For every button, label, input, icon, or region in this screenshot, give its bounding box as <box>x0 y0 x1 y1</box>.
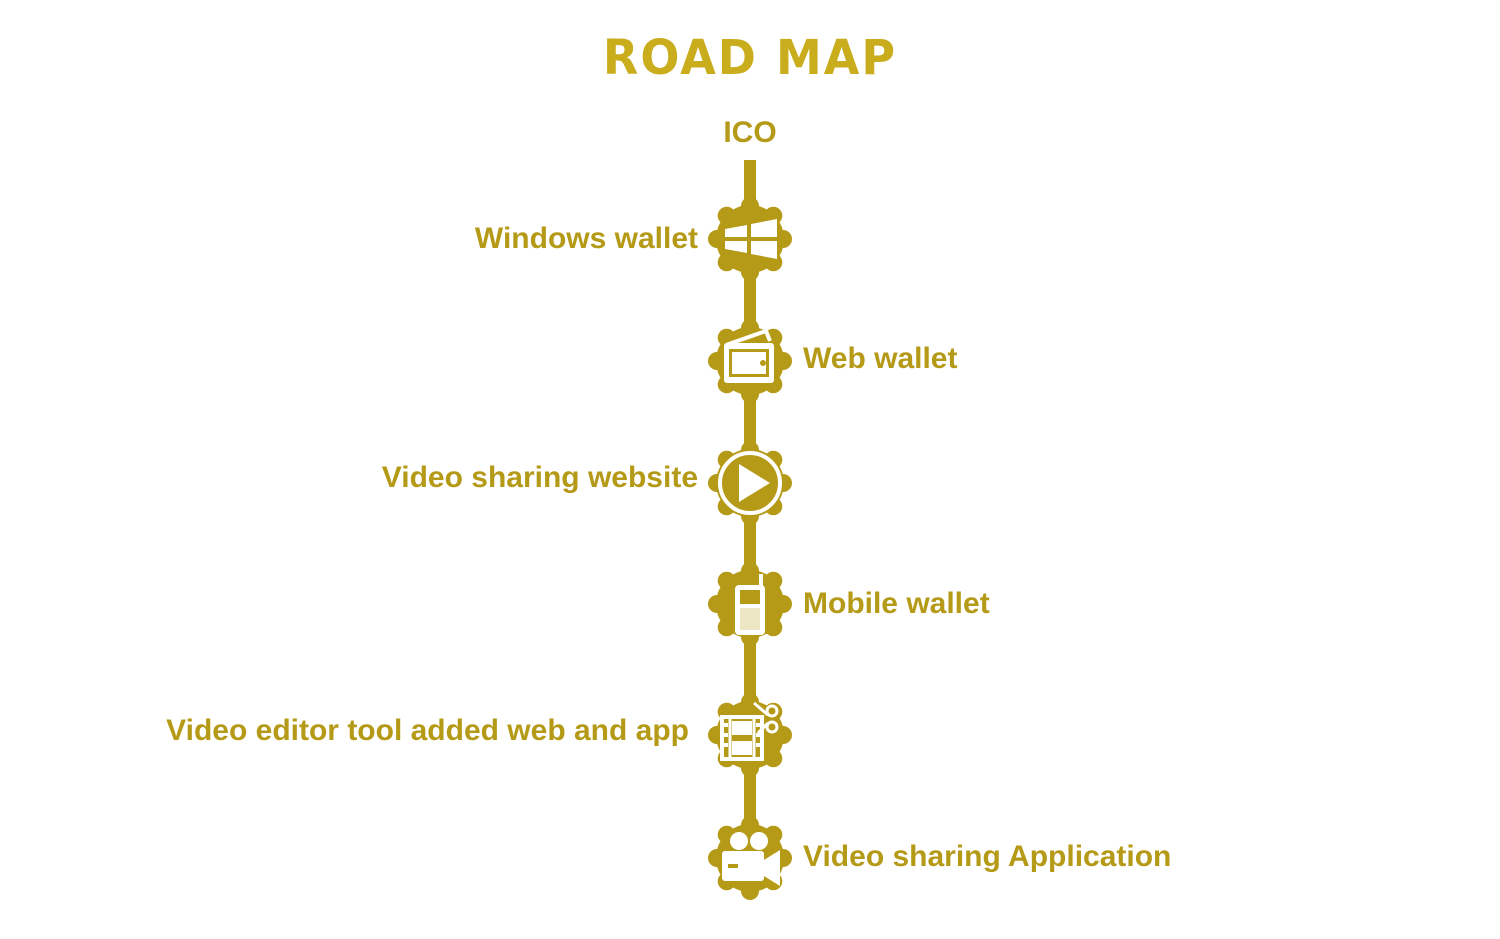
step-node-video-editor <box>708 693 792 777</box>
mobile-phone-icon <box>735 574 765 635</box>
timeline-start-label: ICO <box>723 116 777 149</box>
step-label-video-editor-tool: Video editor tool added web and app <box>166 714 689 747</box>
step-node-wallet <box>708 319 792 403</box>
step-node-windows <box>708 197 792 281</box>
step-label-video-sharing-application: Video sharing Application <box>803 840 1172 873</box>
video-editor-icon <box>720 701 779 761</box>
step-label-windows-wallet: Windows wallet <box>474 222 698 255</box>
step-label-mobile-wallet: Mobile wallet <box>803 587 990 620</box>
step-node-play <box>708 441 792 525</box>
step-node-mobile <box>708 562 792 646</box>
page-title: ROAD MAP <box>602 28 898 86</box>
video-camera-icon <box>722 832 780 886</box>
step-node-video-camera <box>708 816 792 900</box>
windows-icon <box>725 219 777 259</box>
play-icon <box>718 451 782 515</box>
wallet-icon <box>724 328 774 383</box>
step-label-video-sharing-website: Video sharing website <box>381 461 698 494</box>
step-label-web-wallet: Web wallet <box>803 342 958 375</box>
